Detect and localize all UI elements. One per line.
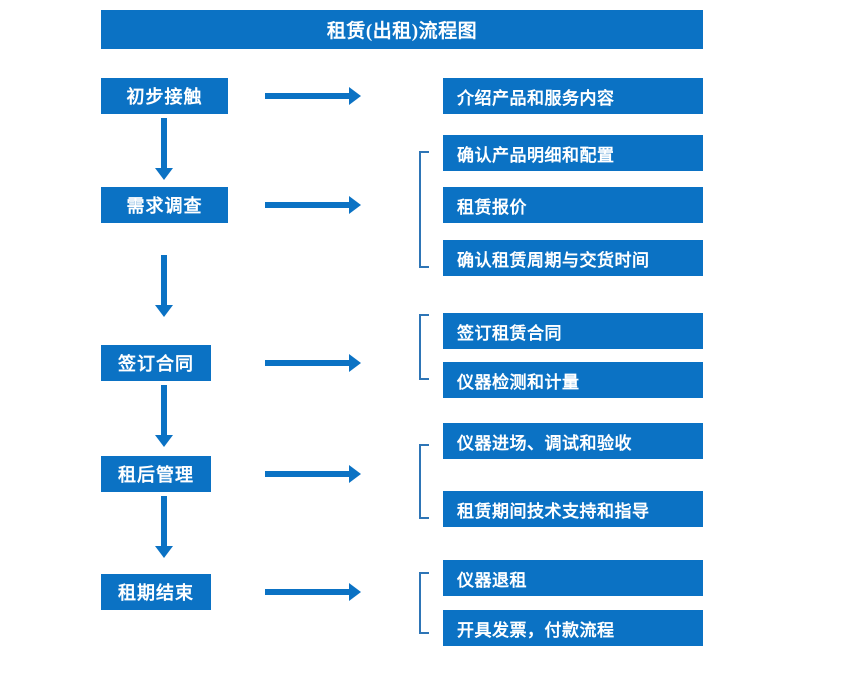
bracket-left-icon — [419, 572, 429, 634]
arrow-down-icon — [155, 118, 173, 180]
detail-box-4-2[interactable]: 租赁期间技术支持和指导 — [443, 491, 703, 527]
arrow-down-icon — [155, 496, 173, 558]
bracket-left-icon — [419, 444, 429, 519]
arrow-down-icon — [155, 255, 173, 317]
stage-box-5[interactable]: 租期结束 — [101, 574, 211, 610]
detail-box-2-3[interactable]: 确认租赁周期与交货时间 — [443, 240, 703, 276]
detail-box-4-1[interactable]: 仪器进场、调试和验收 — [443, 423, 703, 459]
detail-box-5-2[interactable]: 开具发票，付款流程 — [443, 610, 703, 646]
detail-box-3-1[interactable]: 签订租赁合同 — [443, 313, 703, 349]
stage-box-3[interactable]: 签订合同 — [101, 345, 211, 381]
stage-box-4[interactable]: 租后管理 — [101, 456, 211, 492]
page-title: 租赁(出租)流程图 — [101, 10, 703, 49]
stage-box-2[interactable]: 需求调查 — [101, 187, 228, 223]
arrow-right-icon — [265, 354, 361, 372]
detail-box-3-2[interactable]: 仪器检测和计量 — [443, 362, 703, 398]
detail-box-1-1[interactable]: 介绍产品和服务内容 — [443, 78, 703, 114]
bracket-left-icon — [419, 151, 429, 268]
detail-box-2-1[interactable]: 确认产品明细和配置 — [443, 135, 703, 171]
detail-box-5-1[interactable]: 仪器退租 — [443, 560, 703, 596]
bracket-left-icon — [419, 314, 429, 380]
arrow-right-icon — [265, 196, 361, 214]
stage-box-1[interactable]: 初步接触 — [101, 78, 228, 114]
detail-box-2-2[interactable]: 租赁报价 — [443, 187, 703, 223]
arrow-right-icon — [265, 583, 361, 601]
arrow-right-icon — [265, 465, 361, 483]
arrow-right-icon — [265, 87, 361, 105]
arrow-down-icon — [155, 385, 173, 447]
